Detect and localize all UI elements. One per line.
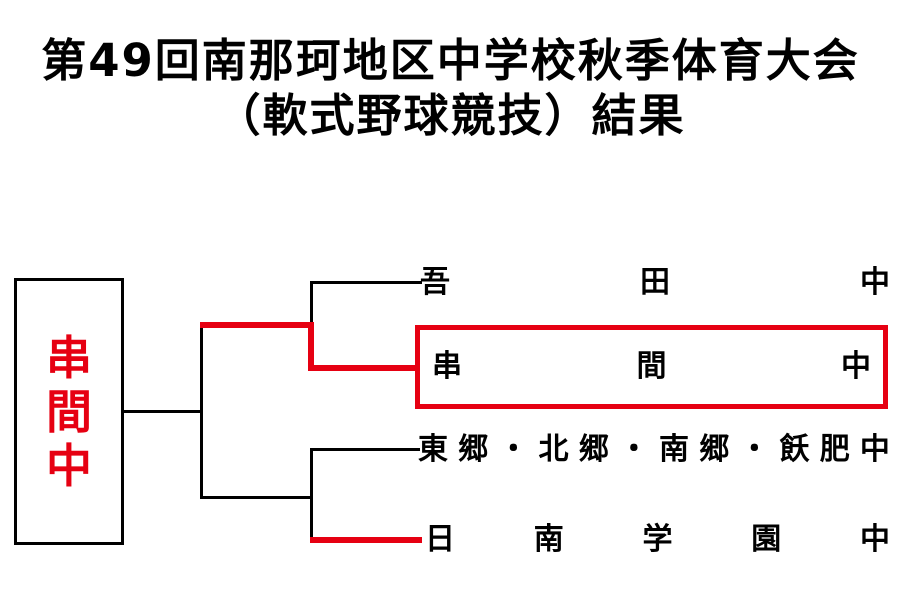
champion-name: 串間中 (46, 330, 92, 493)
champion-box: 串間中 (14, 278, 124, 545)
junction-line-kushima-advance (308, 322, 314, 371)
match-line-togo (310, 448, 420, 451)
team-name-kushima: 串間中 (432, 349, 871, 384)
winner-highlight-frame: 串間中 (415, 325, 888, 409)
page-title-line-2: （軟式野球競技）結果 (215, 88, 686, 142)
champion-connector-line (122, 410, 202, 413)
team-name-nichinan-gakuen: 日南学園中 (425, 522, 890, 557)
advance-line-semifinal-1-winner (200, 322, 314, 328)
junction-line-semifinal-2 (310, 448, 313, 543)
team-name-togo-combined: 東郷・北郷・南郷・飫肥中 (418, 432, 890, 467)
match-line-kushima (308, 365, 418, 371)
page-title-line-1: 第49回南那珂地区中学校秋季体育大会 (41, 34, 860, 87)
page-title: 第49回南那珂地区中学校秋季体育大会 （軟式野球競技）結果 (0, 34, 901, 144)
match-line-nichinan (310, 537, 422, 543)
exit-line-semifinal-2 (200, 496, 313, 499)
team-name-agata: 吾田中 (420, 265, 890, 300)
match-line-agata (310, 281, 422, 284)
junction-line-semifinal-1 (310, 281, 313, 328)
